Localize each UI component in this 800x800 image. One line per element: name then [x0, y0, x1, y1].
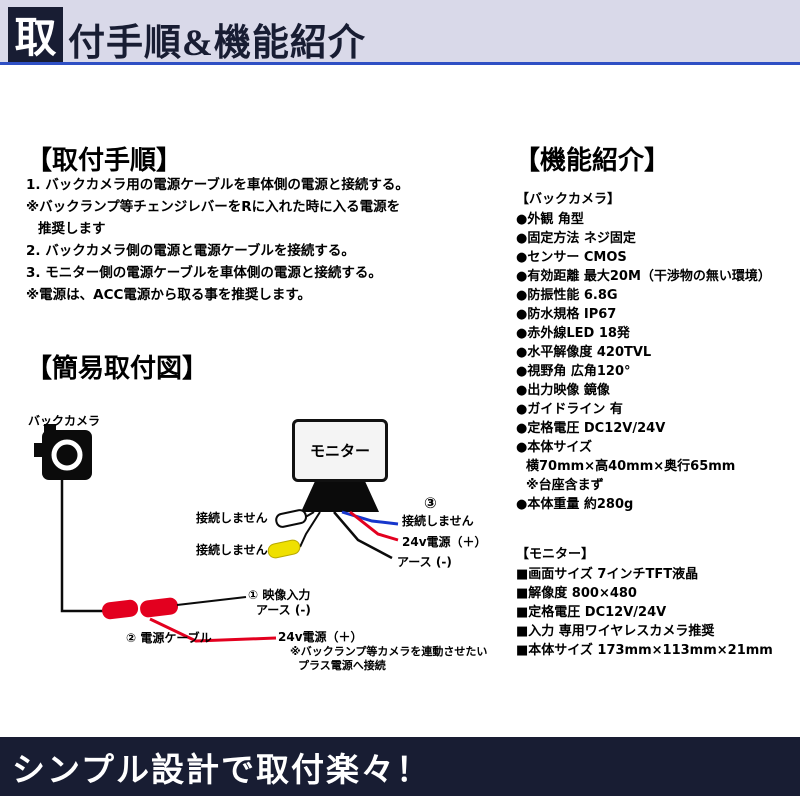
install-step-line: 1. バックカメラ用の電源ケーブルを車体側の電源と接続する。: [26, 177, 409, 193]
page-title: 付手順&機能紹介: [68, 23, 366, 64]
spec-item: ●ガイドライン 有: [516, 402, 623, 417]
spec-item: ●赤外線LED 18発: [516, 326, 630, 341]
spec-item: ●外観 角型: [516, 212, 584, 227]
24v-power-label-2: 24v電源（＋）: [278, 630, 363, 644]
spec-item: ●本体サイズ: [516, 440, 592, 455]
install-step-line: 推奨します: [38, 221, 106, 237]
earth-label: アース (-): [397, 555, 452, 569]
features-heading: 【機能紹介】: [514, 146, 671, 175]
footer-banner: シンプル設計で取付楽々！: [0, 737, 800, 796]
install-steps-heading: 【取付手順】: [26, 146, 183, 175]
install-step-line: ※バックランプ等チェンジレバーをRに入れた時に入る電源を: [26, 199, 401, 215]
camera-label: バックカメラ: [28, 414, 101, 428]
power-note-line2: プラス電源へ接続: [298, 659, 386, 672]
video-lead-line: [176, 596, 247, 606]
spec-item: ※台座含まず: [526, 478, 604, 493]
no-connect-blue-label: 接続しません: [402, 514, 474, 528]
back-camera-icon: [34, 424, 92, 480]
camera-cable: [60, 480, 103, 613]
spec-item: ■本体サイズ 173mm×113mm×21mm: [516, 643, 773, 658]
spec-item: ●センサー CMOS: [516, 250, 627, 265]
monitor-stand: [301, 479, 379, 512]
spec-item: 横70mm×高40mm×奥行65mm: [526, 459, 736, 474]
power-note-line1: ※バックランプ等カメラを連動させたい: [290, 645, 488, 658]
spec-item: ●有効距離 最大20M（干渉物の無い環境）: [516, 269, 771, 284]
spec-item: ●視野角 広角120°: [516, 364, 631, 379]
install-step-line: 3. モニター側の電源ケーブルを車体側の電源と接続する。: [26, 265, 382, 281]
video-connectors: [102, 597, 179, 620]
install-step-line: 2. バックカメラ側の電源と電源ケーブルを接続する。: [26, 243, 355, 259]
no-connect-yellow-label: 接続しません: [196, 543, 268, 557]
spec-item: ●本体重量 約280g: [516, 497, 634, 512]
header-band: [0, 0, 800, 62]
blue-wire: [341, 510, 399, 526]
earth-label-2: アース (-): [256, 603, 311, 617]
yellow-connector: [267, 539, 301, 559]
diagram-heading: 【簡易取付図】: [26, 354, 209, 383]
monitor-spec-title: 【モニター】: [516, 547, 595, 562]
mark-1: ①: [248, 588, 259, 602]
camera-spec-list: ●外観 角型 ●固定方法 ネジ固定 ●センサー CMOS ●有効距離 最大20M…: [516, 210, 771, 514]
install-steps: 1. バックカメラ用の電源ケーブルを車体側の電源と接続する。 ※バックランプ等チ…: [26, 174, 496, 306]
mark-2: ②: [126, 631, 137, 645]
spec-item: ●防水規格 IP67: [516, 307, 617, 322]
white-connector: [275, 509, 308, 528]
spec-item: ●定格電圧 DC12V/24V: [516, 421, 666, 436]
spec-item: ●固定方法 ネジ固定: [516, 231, 636, 246]
mark-3: ③: [424, 494, 437, 512]
spec-item: ●水平解像度 420TVL: [516, 345, 652, 360]
spec-item: ■解像度 800×480: [516, 586, 637, 601]
spec-item: ●出力映像 鏡像: [516, 383, 610, 398]
install-step-line: ※電源は、ACC電源から取る事を推奨します。: [26, 287, 312, 303]
spec-item: ■定格電圧 DC12V/24V: [516, 605, 667, 620]
power-cable-label: ② 電源ケーブル: [126, 631, 212, 645]
header-rule: [0, 62, 800, 65]
monitor-label: モニター: [309, 442, 370, 460]
video-input-label: ① 映像入力: [248, 588, 311, 602]
black-earth-wire: [333, 511, 393, 560]
spec-item: ●防振性能 6.8G: [516, 288, 618, 303]
24v-power-label: 24v電源（＋）: [402, 535, 487, 549]
footer-slogan: シンプル設計で取付楽々！: [12, 752, 432, 789]
red-wire: [349, 510, 399, 542]
monitor-spec-list: ■画面サイズ 7インチTFT液晶 ■解像度 800×480 ■定格電圧 DC12…: [516, 565, 773, 660]
camera-spec-title: 【バックカメラ】: [516, 192, 621, 207]
spec-item: ■入力 専用ワイヤレスカメラ推奨: [516, 624, 715, 639]
spec-item: ■画面サイズ 7インチTFT液晶: [516, 567, 699, 582]
no-connect-white-label: 接続しません: [196, 511, 268, 525]
page-title-first-char: 取: [8, 7, 63, 62]
monitor-box: モニター: [292, 419, 388, 482]
